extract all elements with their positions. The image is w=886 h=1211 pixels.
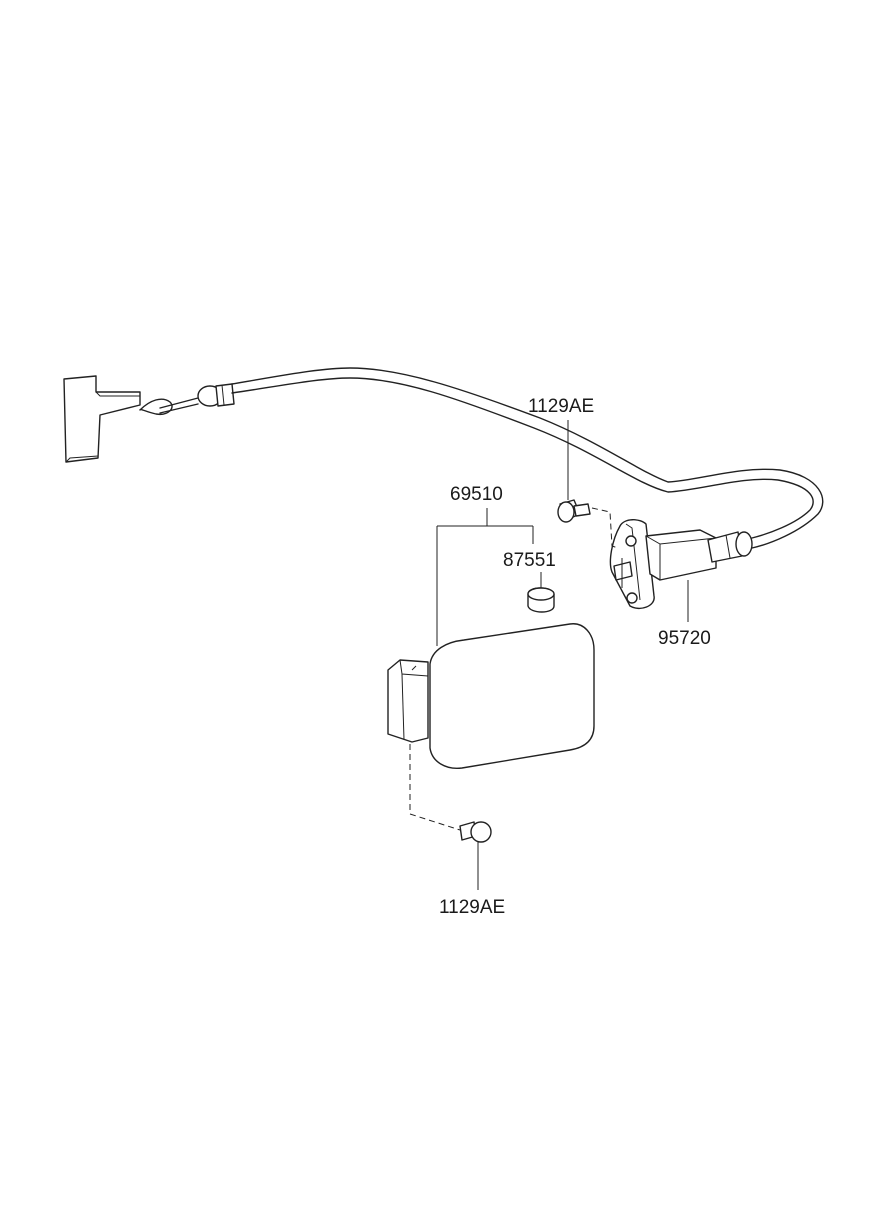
latch-actuator <box>609 519 753 610</box>
fuel-filler-door <box>387 623 595 769</box>
label-bolt-bottom: 1129AE <box>439 897 505 918</box>
bumper-rubber <box>527 587 555 613</box>
label-bolt-top: 1129AE <box>528 396 594 417</box>
label-fuel-door: 69510 <box>450 484 503 505</box>
cable-end-fitting <box>139 383 235 416</box>
leader-fuel-door <box>436 508 534 646</box>
label-opener-cable: 95720 <box>658 628 711 649</box>
bolt-top <box>557 499 619 549</box>
label-bumper: 87551 <box>503 550 556 571</box>
release-cable <box>231 367 824 549</box>
bolt-bottom <box>409 744 492 843</box>
opener-handle <box>63 375 141 463</box>
